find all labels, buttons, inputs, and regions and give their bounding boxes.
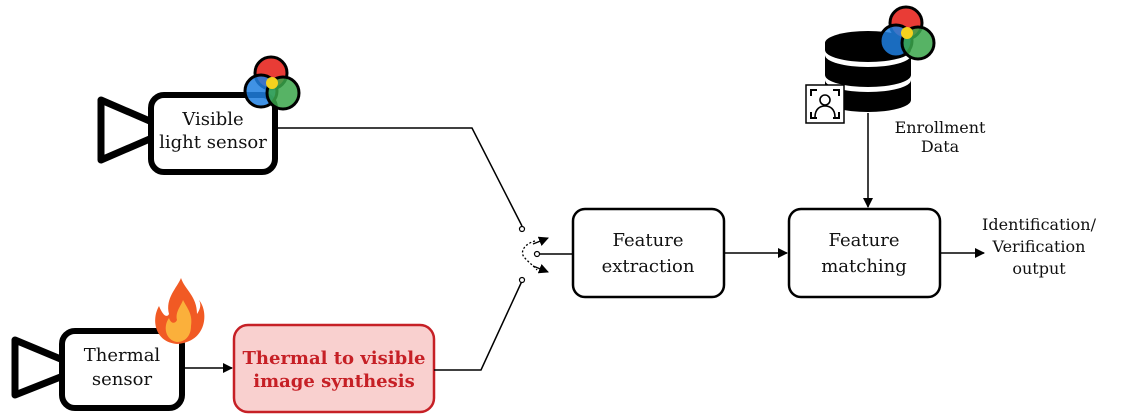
rgb-circles-icon (878, 5, 936, 61)
feature-matching-block: Feature matching (787, 207, 942, 299)
thermal-sensor-body (59, 328, 185, 411)
visible-sensor-body (148, 92, 278, 175)
thermal-sensor: Thermal sensor (11, 328, 185, 411)
synthesis-label-line1: Thermal to visible (243, 348, 426, 369)
camera-lens-icon (11, 336, 67, 399)
feature-matching-box (787, 207, 942, 299)
output-label: Identification/ Verification output (982, 215, 1097, 278)
feature-extraction-block: Feature extraction (571, 207, 726, 299)
thermal-sensor-label-line1: Thermal (84, 345, 161, 366)
visible-sensor-label-line2: light sensor (159, 132, 267, 153)
connector-visible-to-switch (275, 127, 523, 227)
thermal-sensor-label-line2: sensor (92, 369, 153, 390)
feature-extraction-box (571, 207, 726, 299)
synthesis-label-line2: image synthesis (253, 371, 415, 392)
feature-extraction-label-line2: extraction (602, 256, 695, 277)
output-label-line1: Identification/ (982, 215, 1097, 234)
enrollment-label-line1: Enrollment (895, 118, 986, 137)
switch-icon (518, 225, 572, 284)
visible-sensor-label-line1: Visible (181, 109, 243, 130)
camera-lens-icon (97, 96, 156, 164)
face-id-icon (805, 84, 845, 124)
connector-synthesis-to-switch (434, 280, 523, 371)
rgb-circles-icon (243, 55, 301, 111)
visible-light-sensor: Visible light sensor (97, 92, 278, 175)
output-label-line3: output (1012, 259, 1066, 278)
output-label-line2: Verification (992, 237, 1086, 256)
feature-matching-label-line1: Feature (829, 230, 900, 251)
synthesis-block: Thermal to visible image synthesis (232, 323, 436, 414)
flame-icon (155, 278, 205, 344)
synthesis-box (232, 323, 436, 414)
feature-matching-label-line2: matching (821, 256, 907, 277)
feature-extraction-label-line1: Feature (613, 230, 684, 251)
enrollment-label-line2: Data (921, 137, 960, 156)
